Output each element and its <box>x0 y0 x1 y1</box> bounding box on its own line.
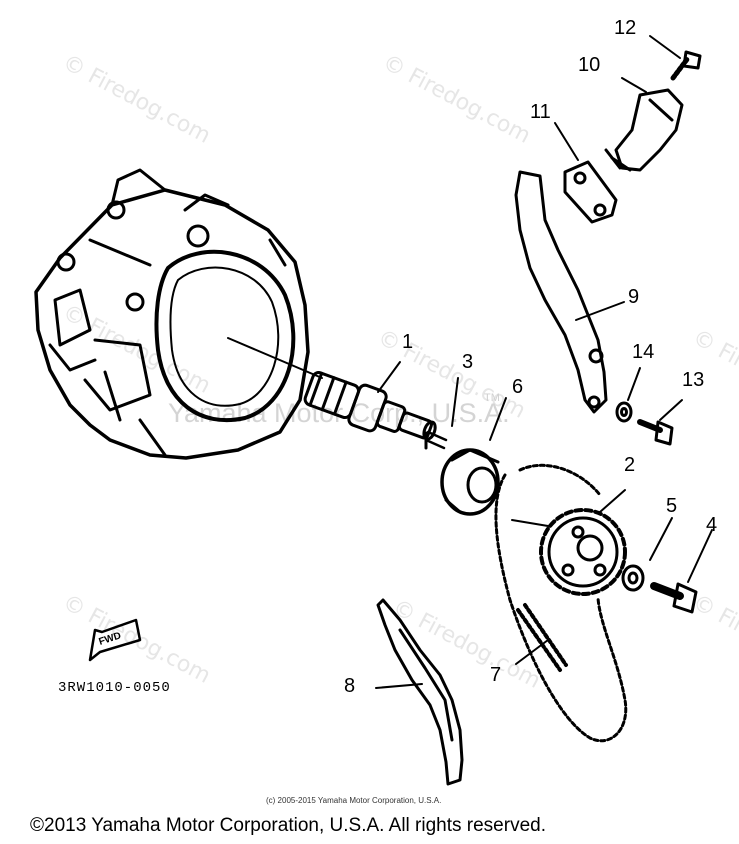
gasket <box>563 160 618 224</box>
tensioner-guide <box>514 170 608 414</box>
leader-lines <box>375 35 713 689</box>
callout-5: 5 <box>666 495 678 517</box>
copyright-notice: ©2013 Yamaha Motor Corporation, U.S.A. A… <box>30 815 546 836</box>
callout-8: 8 <box>344 675 356 697</box>
sprocket <box>539 508 627 596</box>
camshaft <box>303 371 437 441</box>
hub <box>440 448 500 516</box>
tensioner <box>604 88 684 172</box>
fwd-arrow <box>88 618 142 662</box>
bolt-13 <box>637 419 674 446</box>
chain-guide <box>376 598 464 786</box>
pin <box>424 430 448 450</box>
callout-13: 13 <box>682 369 705 391</box>
callout-6: 6 <box>512 376 524 398</box>
callout-10: 10 <box>578 54 601 76</box>
callout-3: 3 <box>462 351 474 373</box>
callout-9: 9 <box>628 286 640 308</box>
bolt <box>650 582 698 614</box>
cam-chain <box>494 463 628 743</box>
callout-2: 2 <box>624 454 636 476</box>
bolt-12 <box>670 50 702 81</box>
callout-14: 14 <box>632 341 655 363</box>
washer-14 <box>615 401 633 423</box>
callout-1: 1 <box>402 331 414 353</box>
callout-12: 12 <box>614 17 637 39</box>
watermark-tm: TM <box>484 392 500 404</box>
callout-4: 4 <box>706 514 718 536</box>
fine-print: (c) 2005-2015 Yamaha Motor Corporation, … <box>266 796 442 805</box>
washer <box>621 564 645 592</box>
part-number: 3RW1010-0050 <box>58 680 171 696</box>
cylinder-head <box>34 168 310 460</box>
callout-7: 7 <box>490 664 502 686</box>
callout-11: 11 <box>530 101 551 123</box>
